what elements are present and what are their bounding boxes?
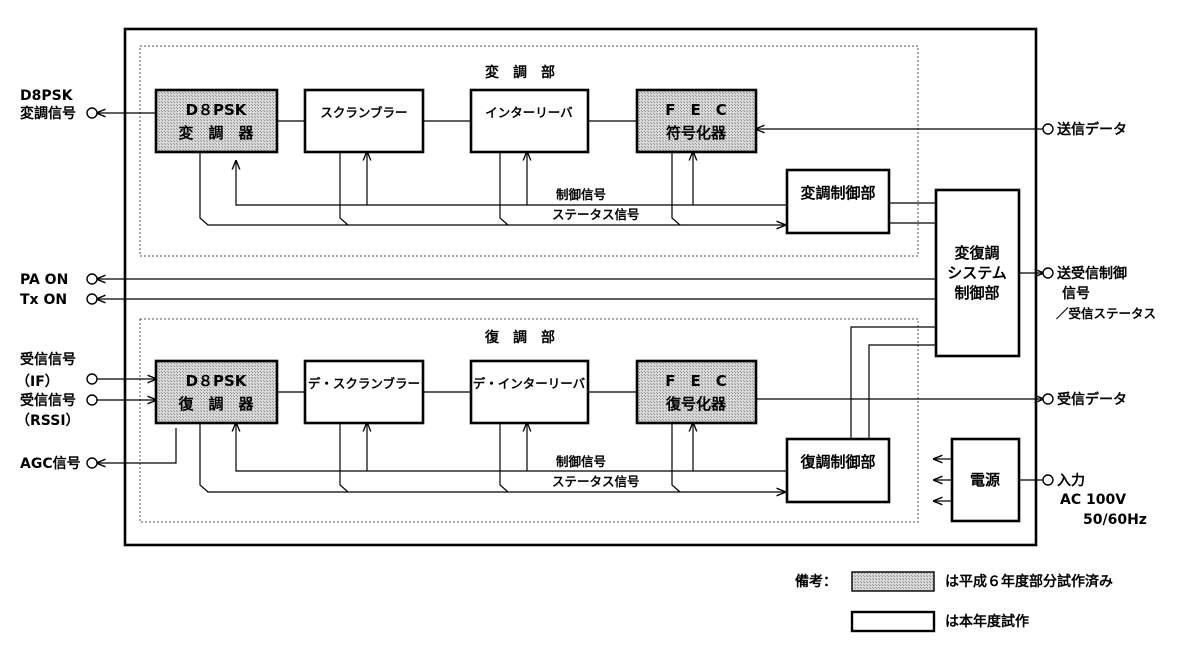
rx-if-port [86, 373, 98, 385]
svg-text:デ・スクランブラー: デ・スクランブラー [308, 376, 420, 391]
pa-on-port [86, 273, 98, 285]
d8psk-output-label-2: 変調信号 [20, 105, 76, 122]
ac-input-label-3: 50/60Hz [1083, 512, 1147, 528]
svg-text:システム: システム [947, 264, 1007, 282]
modulation-controller-block: 変調制御部 [785, 168, 891, 235]
legend-plain-swatch [850, 610, 936, 633]
svg-text:変 調 器: 変 調 器 [178, 124, 254, 142]
tx-data-label: 送信データ [1056, 121, 1127, 138]
deinterleaver-block: デ・インターリーバ [469, 359, 590, 425]
txrx-control-label-1: 送受信制御 [1056, 265, 1127, 282]
legend-plain-label: は本年度試作 [945, 613, 1029, 630]
svg-text:デ・インターリーバ: デ・インターリーバ [473, 376, 586, 391]
agc-label: AGC信号 [20, 455, 81, 472]
power-supply-block: 電源 [950, 437, 1021, 523]
tx-on-port [86, 293, 98, 305]
demodulation-section-frame [139, 318, 919, 523]
d8psk-modulator-block: D８PSK 変 調 器 [154, 88, 279, 154]
svg-text:電源: 電源 [970, 471, 1000, 489]
mod-status-signal-label: ステータス信号 [552, 207, 640, 222]
scrambler-block: スクランブラー [303, 88, 425, 154]
descrambler-block: デ・スクランブラー [303, 359, 425, 425]
rx-rssi-label-2: （RSSI） [16, 413, 80, 429]
svg-text:符号化器: 符号化器 [666, 124, 727, 142]
modulation-section-frame [139, 45, 919, 257]
tx-data-port [1042, 123, 1054, 135]
demod-control-signal-label: 制御信号 [556, 454, 606, 469]
pa-on-label: PA ON [20, 272, 68, 288]
system-controller-block: 変復調 システム 制御部 [934, 188, 1021, 358]
svg-text:復調制御部: 復調制御部 [799, 453, 875, 471]
tx-on-label: Tx ON [20, 292, 67, 308]
rx-data-port [1042, 393, 1054, 405]
rx-if-label-1: 受信信号 [20, 351, 76, 368]
demodulation-section-title: 復 調 部 [484, 329, 555, 346]
demod-status-signal-label: ステータス信号 [552, 474, 640, 489]
rx-rssi-label-1: 受信信号 [20, 392, 76, 409]
modulation-section-title: 変 調 部 [485, 64, 555, 81]
legend-hatched-swatch [851, 571, 935, 592]
ac-input-port [1042, 474, 1054, 486]
legend-title: 備考： [795, 573, 837, 590]
txrx-control-label-2: 信号 [1062, 285, 1090, 302]
rx-rssi-port [86, 394, 98, 406]
svg-text:D８PSK: D８PSK [186, 372, 248, 390]
equipment-frame [123, 27, 1038, 547]
svg-text:変調制御部: 変調制御部 [800, 184, 875, 202]
legend-hatched-label: は平成６年度部分試作済み [945, 573, 1113, 590]
ac-input-label-1: 入力 [1057, 472, 1085, 489]
fec-encoder-block: F E C 符号化器 [635, 88, 758, 154]
d8psk-demodulator-block: D８PSK 復 調 器 [154, 359, 279, 425]
rx-data-label: 受信データ [1057, 391, 1127, 408]
svg-text:変復調: 変復調 [954, 244, 999, 262]
txrx-control-port [1042, 267, 1054, 279]
txrx-control-label-3: ／受信ステータス [1056, 306, 1156, 321]
svg-text:制御部: 制御部 [954, 284, 999, 302]
d8psk-output-label-1: D8PSK [20, 88, 74, 104]
svg-text:インターリーバ: インターリーバ [485, 105, 573, 120]
svg-text:スクランブラー: スクランブラー [320, 105, 407, 120]
svg-text:F E C: F E C [665, 101, 727, 119]
svg-text:復号化器: 復号化器 [665, 395, 727, 413]
interleaver-block: インターリーバ [469, 88, 590, 154]
agc-port [86, 457, 98, 469]
demodulation-controller-block: 復調制御部 [785, 437, 891, 504]
svg-text:D８PSK: D８PSK [186, 101, 248, 119]
mod-control-signal-label: 制御信号 [556, 187, 606, 202]
ac-input-label-2: AC 100V [1060, 492, 1126, 508]
svg-text:F E C: F E C [665, 372, 727, 390]
fec-decoder-block: F E C 復号化器 [635, 359, 758, 425]
svg-text:復 調 器: 復 調 器 [177, 395, 254, 413]
rx-if-label-2: （IF） [16, 374, 59, 390]
d8psk-output-port [86, 107, 98, 119]
